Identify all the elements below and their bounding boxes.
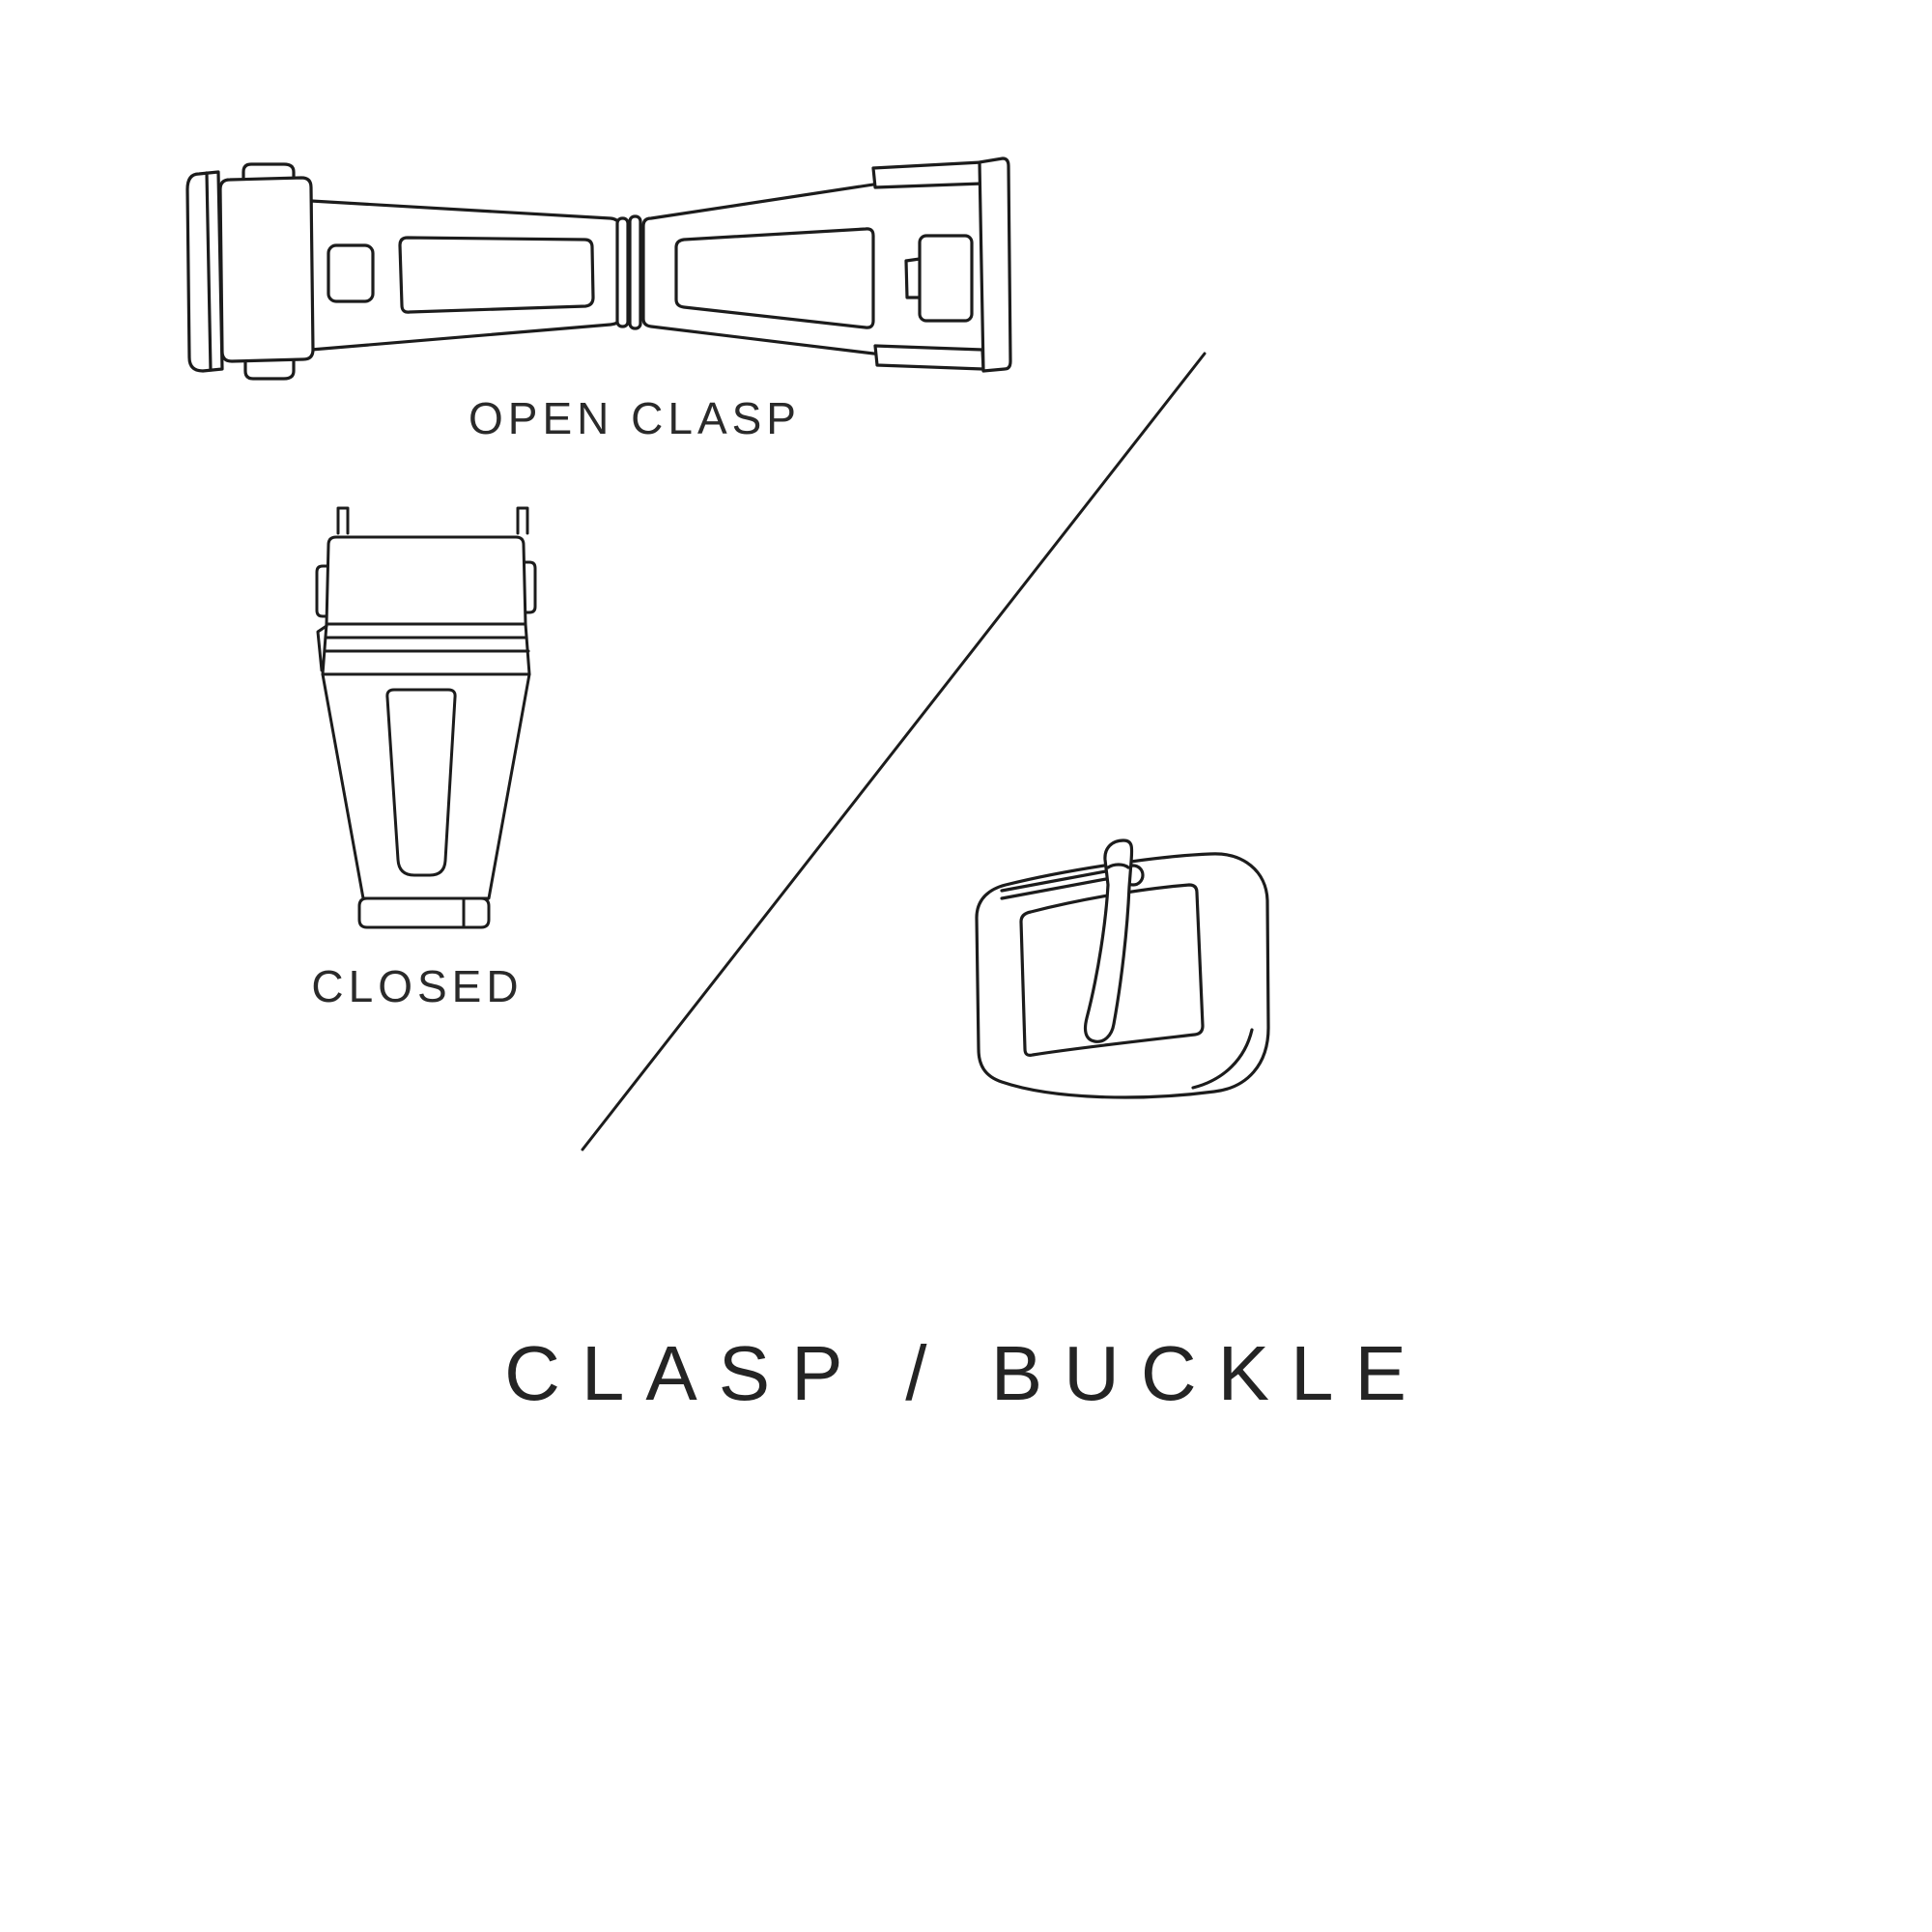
closed-clasp-caption: CLOSED bbox=[311, 961, 524, 1011]
open-clasp-end-block bbox=[218, 176, 315, 363]
buckle-opening bbox=[1019, 883, 1205, 1057]
closed-clasp-bottom-cap bbox=[357, 896, 491, 929]
closed-clasp-band bbox=[321, 622, 531, 676]
open-clasp-right-latch bbox=[918, 234, 974, 323]
diagonal-divider-line bbox=[581, 352, 1207, 1151]
buckle-pin-line-2 bbox=[1000, 877, 1108, 900]
open-clasp-left-inner bbox=[398, 236, 595, 314]
buckle-roll-end bbox=[1191, 1028, 1254, 1090]
open-clasp-roller bbox=[185, 170, 224, 373]
buckle-illustration bbox=[975, 838, 1270, 1099]
buckle-pin-line-1 bbox=[1000, 869, 1108, 893]
open-clasp-right-hook bbox=[904, 257, 922, 299]
closed-clasp-band-bevel bbox=[316, 624, 328, 672]
buckle-tongue-loop-line bbox=[1106, 863, 1130, 869]
closed-clasp-prong-left bbox=[336, 506, 350, 535]
closed-clasp-inner bbox=[385, 688, 457, 877]
open-clasp-right-top-tab bbox=[871, 160, 984, 189]
open-clasp-bottom-tab bbox=[243, 357, 296, 381]
open-clasp-roller-line bbox=[205, 171, 213, 372]
open-clasp-latch-notch bbox=[327, 243, 375, 303]
open-clasp-right-inner bbox=[674, 227, 875, 329]
divider-line bbox=[581, 352, 1207, 1151]
open-clasp-caption: OPEN CLASP bbox=[469, 393, 801, 443]
closed-clasp-body bbox=[321, 672, 531, 900]
closed-clasp-top-block bbox=[325, 535, 527, 626]
open-clasp-hinge-bar-2 bbox=[628, 214, 642, 330]
buckle-tongue bbox=[1083, 838, 1134, 1043]
diagram-title: CLASP / BUCKLE bbox=[504, 1330, 1428, 1416]
closed-clasp-illustration bbox=[315, 506, 537, 929]
closed-clasp-prong-right bbox=[516, 506, 529, 535]
open-clasp-right-plate bbox=[978, 156, 1012, 373]
open-clasp-right-arm bbox=[641, 166, 987, 369]
open-clasp-illustration bbox=[185, 156, 1012, 381]
open-clasp-hinge-bar-1 bbox=[615, 216, 630, 328]
